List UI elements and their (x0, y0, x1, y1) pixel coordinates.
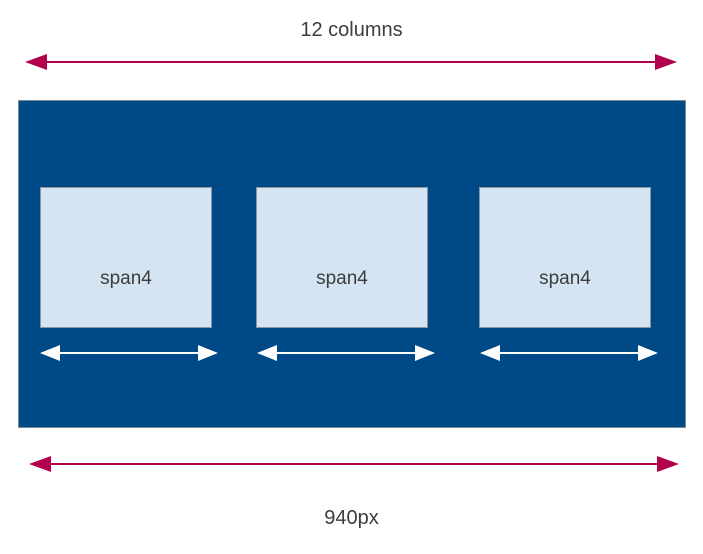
column-label: span4 (316, 267, 368, 289)
top-measure-arrow (25, 54, 677, 70)
top-measure-label: 12 columns (300, 19, 403, 41)
column-label: span4 (539, 267, 591, 289)
column-width-arrow-2 (257, 345, 435, 361)
bottom-measure-label: 940px (324, 507, 379, 529)
bottom-measure-arrow (29, 456, 679, 472)
column-span4-3[interactable]: span4 (479, 187, 651, 328)
column-span4-2[interactable]: span4 (256, 187, 428, 328)
column-width-arrow-3 (480, 345, 658, 361)
column-span4-1[interactable]: span4 (40, 187, 212, 328)
column-width-arrow-1 (40, 345, 218, 361)
column-label: span4 (100, 267, 152, 289)
